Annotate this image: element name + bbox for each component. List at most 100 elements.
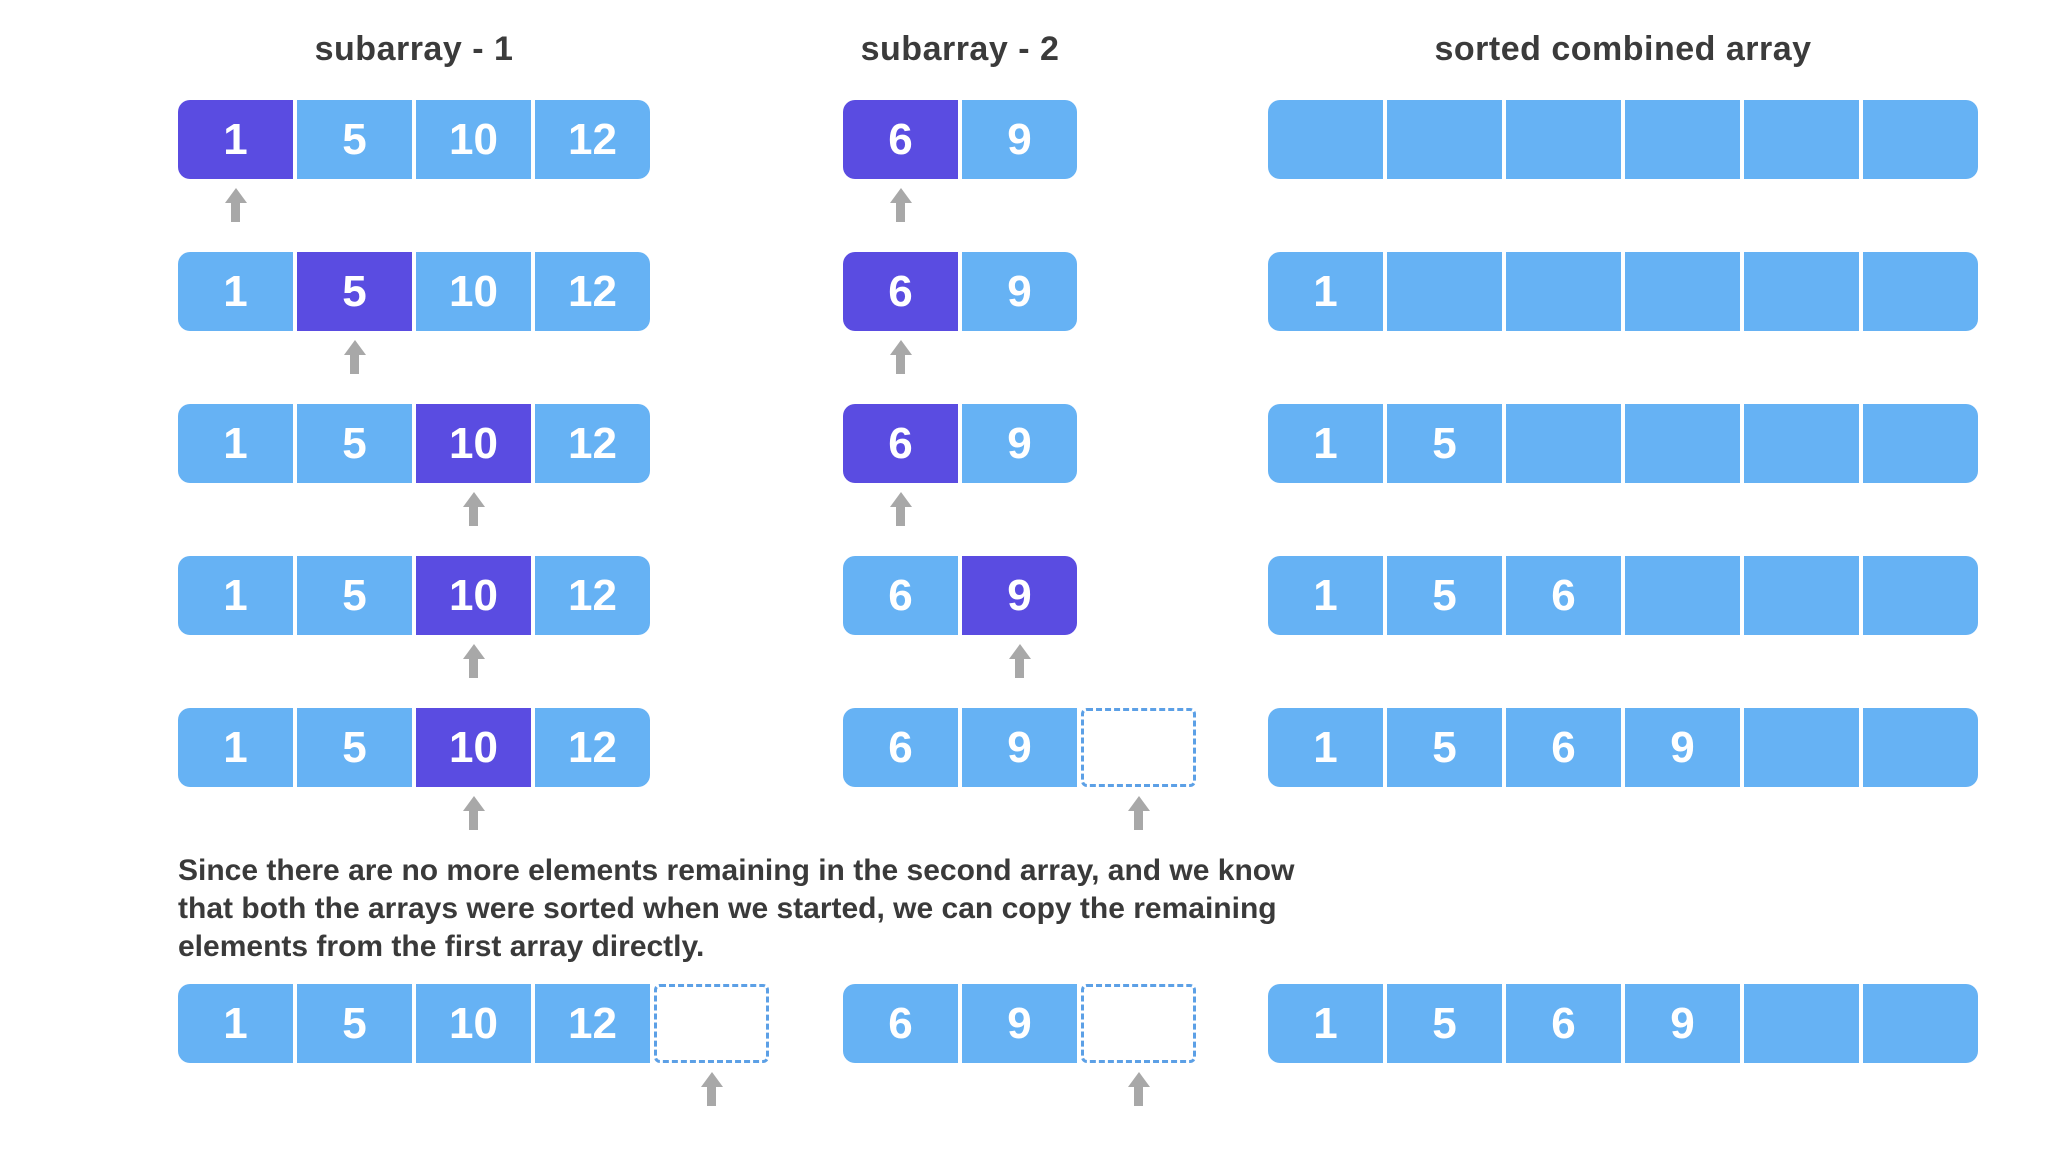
array-cell: 5: [1387, 556, 1502, 635]
array-cell: 12: [535, 984, 650, 1063]
array-cell: 12: [535, 252, 650, 331]
array-cell-empty: [1863, 404, 1978, 483]
arrow-stem: [1015, 659, 1024, 678]
array-cell-empty: [1506, 404, 1621, 483]
array-cell: 12: [535, 556, 650, 635]
array-cell: 9: [962, 100, 1077, 179]
arrow-head: [1127, 1072, 1150, 1087]
array-cell: 5: [1387, 708, 1502, 787]
arrow-head: [343, 340, 366, 355]
sorted-combined-array-step-1: [1268, 100, 1978, 179]
array-cell: 6: [1506, 556, 1621, 635]
explanation-line-2: that both the arrays were sorted when we…: [178, 892, 1277, 925]
array-cell: 5: [297, 708, 412, 787]
up-arrow-icon: [889, 492, 912, 526]
arrow-stem: [350, 355, 359, 374]
empty-dashed-cell: [1081, 984, 1196, 1063]
array-cell: 1: [178, 252, 293, 331]
up-arrow-icon: [889, 188, 912, 222]
array-cell-empty: [1744, 100, 1859, 179]
array-cell: 6: [843, 708, 958, 787]
column-title-sorted-combined-array: sorted combined array: [1434, 30, 1812, 68]
column-title-subarray-1: subarray - 1: [314, 30, 514, 68]
array-cell-empty: [1744, 984, 1859, 1063]
array-cell: 5: [297, 984, 412, 1063]
column-title-subarray-2: subarray - 2: [860, 30, 1060, 68]
array-cell-empty: [1387, 252, 1502, 331]
array-cell: 10: [416, 252, 531, 331]
array-cell: 6: [1506, 984, 1621, 1063]
arrow-head: [889, 492, 912, 507]
arrow-stem: [896, 355, 905, 374]
arrow-head: [462, 644, 485, 659]
array-cell: 1: [178, 556, 293, 635]
array-cell: 1: [178, 984, 293, 1063]
array-cell-empty: [1625, 404, 1740, 483]
arrow-stem: [1134, 811, 1143, 830]
array-cell: 9: [1625, 708, 1740, 787]
array-cell-empty: [1744, 708, 1859, 787]
array-cell: 9: [1625, 984, 1740, 1063]
arrow-stem: [469, 659, 478, 678]
array-cell-empty: [1744, 404, 1859, 483]
array-cell-highlighted: 10: [416, 556, 531, 635]
array-cell: 9: [962, 708, 1077, 787]
array-cell-empty: [1268, 100, 1383, 179]
array-cell: 1: [1268, 556, 1383, 635]
array-cell: 5: [297, 556, 412, 635]
empty-dashed-cell: [654, 984, 769, 1063]
arrow-head: [462, 796, 485, 811]
array-cell: 1: [1268, 252, 1383, 331]
array-cell-empty: [1744, 252, 1859, 331]
arrow-stem: [231, 203, 240, 222]
arrow-head: [1008, 644, 1031, 659]
up-arrow-icon: [343, 340, 366, 374]
arrow-stem: [896, 203, 905, 222]
array-cell-empty: [1506, 252, 1621, 331]
up-arrow-icon: [889, 340, 912, 374]
array-cell: 5: [1387, 404, 1502, 483]
arrow-head: [462, 492, 485, 507]
array-cell-highlighted: 5: [297, 252, 412, 331]
array-cell-highlighted: 6: [843, 404, 958, 483]
explanation-line-3: elements from the first array directly.: [178, 930, 705, 963]
up-arrow-icon: [462, 492, 485, 526]
array-cell-empty: [1744, 556, 1859, 635]
array-cell: 1: [1268, 708, 1383, 787]
arrow-head: [889, 340, 912, 355]
arrow-head: [700, 1072, 723, 1087]
up-arrow-icon: [224, 188, 247, 222]
array-cell: 5: [297, 404, 412, 483]
array-cell: 12: [535, 100, 650, 179]
array-cell: 9: [962, 984, 1077, 1063]
array-cell-empty: [1863, 984, 1978, 1063]
array-cell: 5: [297, 100, 412, 179]
array-cell: 1: [178, 404, 293, 483]
arrow-stem: [707, 1087, 716, 1106]
array-cell-empty: [1863, 100, 1978, 179]
explanation-text: Since there are no more elements remaini…: [178, 852, 1294, 966]
array-cell-highlighted: 6: [843, 100, 958, 179]
array-cell-highlighted: 10: [416, 708, 531, 787]
up-arrow-icon: [1008, 644, 1031, 678]
array-cell-empty: [1863, 556, 1978, 635]
sorted-combined-array-step-2: 1: [1268, 252, 1978, 331]
array-cell: 10: [416, 984, 531, 1063]
array-cell: 6: [843, 556, 958, 635]
array-cell-highlighted: 10: [416, 404, 531, 483]
explanation-line-1: Since there are no more elements remaini…: [178, 854, 1295, 887]
up-arrow-icon: [462, 644, 485, 678]
array-cell: 6: [1506, 708, 1621, 787]
